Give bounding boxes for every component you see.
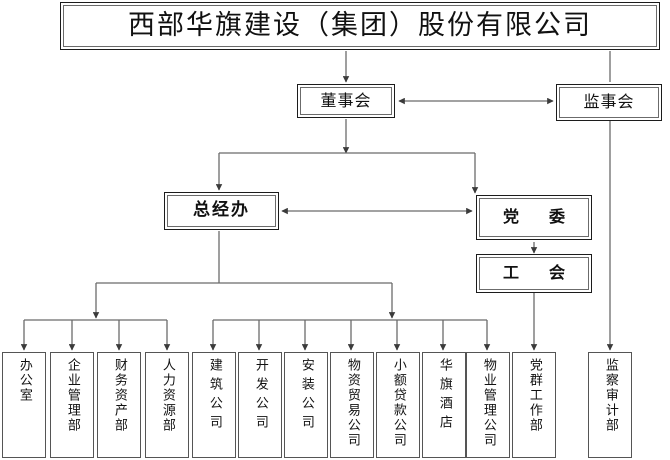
general-manager-office-label: 总经办 xyxy=(193,200,250,221)
node-development-company[interactable]: 开发公司 xyxy=(238,352,282,458)
node-supervision-audit-dept[interactable]: 监察审计部 xyxy=(588,352,632,458)
node-party-committee[interactable]: 党 委 xyxy=(476,195,592,240)
office-label: 办公室 xyxy=(16,358,32,403)
node-general-manager-office[interactable]: 总经办 xyxy=(164,192,279,230)
party-committee-label: 党 委 xyxy=(502,207,572,227)
finance-asset-dept-label: 财务资产部 xyxy=(111,358,127,433)
development-company-label: 开发公司 xyxy=(252,358,268,434)
node-property-management-company[interactable]: 物业管理公司 xyxy=(466,352,510,458)
supervision-audit-dept-label: 监察审计部 xyxy=(602,358,618,433)
materials-trading-company-label: 物资贸易公司 xyxy=(344,358,360,448)
huaqi-hotel-label: 华旗酒店 xyxy=(436,358,452,434)
board-of-supervisors-label: 监事会 xyxy=(583,92,635,112)
node-company-root[interactable]: 西部华旗建设（集团）股份有限公司 xyxy=(60,2,660,50)
microloan-company-label: 小额贷款公司 xyxy=(390,358,406,448)
board-of-directors-label: 董事会 xyxy=(320,90,372,110)
node-office[interactable]: 办公室 xyxy=(2,352,46,458)
node-board-of-directors[interactable]: 董事会 xyxy=(297,84,395,118)
human-resources-dept-label: 人力资源部 xyxy=(159,358,175,433)
node-installation-company[interactable]: 安装公司 xyxy=(284,352,328,458)
node-party-mass-work-dept[interactable]: 党群工作部 xyxy=(512,352,556,458)
node-human-resources-dept[interactable]: 人力资源部 xyxy=(145,352,189,458)
node-labor-union[interactable]: 工 会 xyxy=(476,254,592,293)
node-huaqi-hotel[interactable]: 华旗酒店 xyxy=(422,352,466,458)
property-management-company-label: 物业管理公司 xyxy=(480,358,496,448)
node-materials-trading-company[interactable]: 物资贸易公司 xyxy=(330,352,374,458)
node-microloan-company[interactable]: 小额贷款公司 xyxy=(376,352,420,458)
labor-union-label: 工 会 xyxy=(502,263,572,283)
installation-company-label: 安装公司 xyxy=(298,358,314,434)
construction-company-label: 建筑公司 xyxy=(206,358,222,434)
party-mass-work-dept-label: 党群工作部 xyxy=(526,358,542,433)
node-construction-company[interactable]: 建筑公司 xyxy=(192,352,236,458)
node-finance-asset-dept[interactable]: 财务资产部 xyxy=(97,352,141,458)
enterprise-management-dept-label: 企业管理部 xyxy=(64,358,80,433)
node-board-of-supervisors[interactable]: 监事会 xyxy=(556,84,662,121)
company-root-label: 西部华旗建设（集团）股份有限公司 xyxy=(128,10,592,42)
node-enterprise-management-dept[interactable]: 企业管理部 xyxy=(50,352,94,458)
